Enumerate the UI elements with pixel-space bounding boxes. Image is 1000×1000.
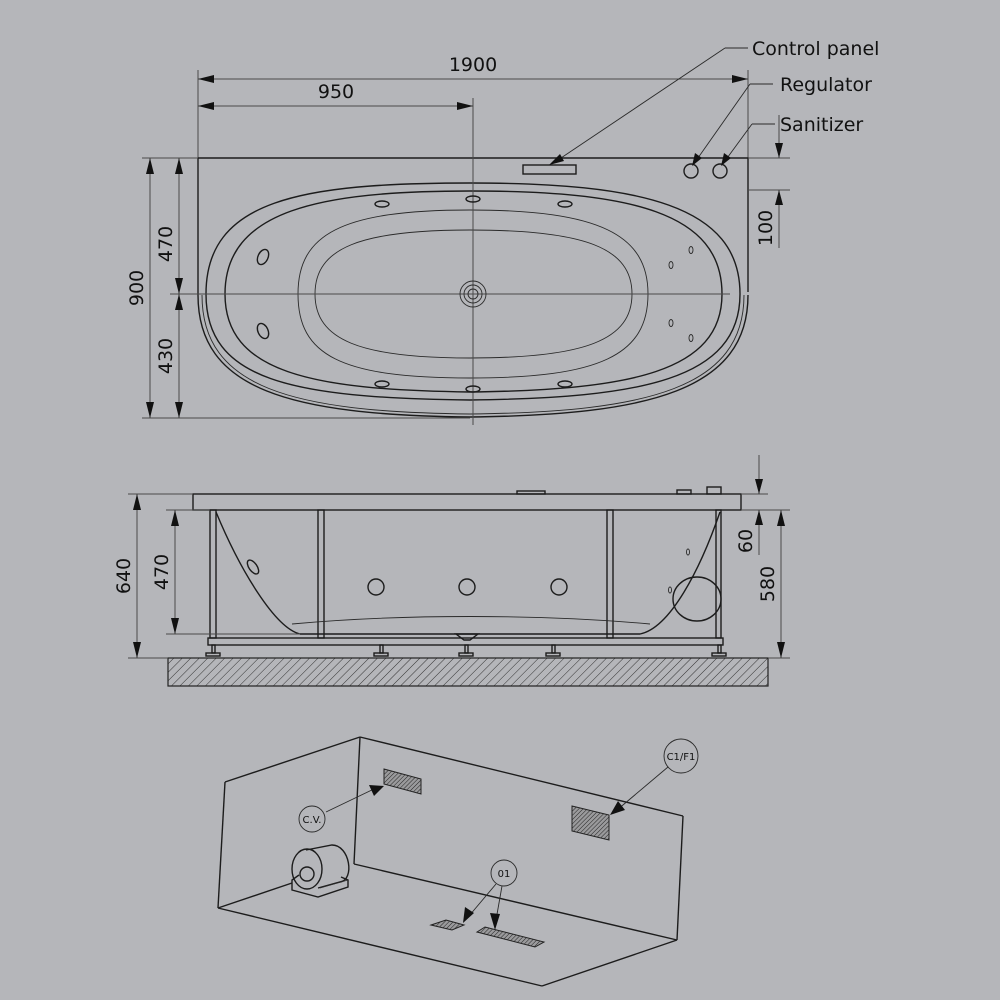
dim-body-height: 580 — [757, 510, 790, 659]
o1-tag — [490, 859, 518, 887]
floor-hatch — [167, 657, 769, 687]
jets — [256, 195, 694, 393]
pump-icon — [672, 576, 722, 622]
dim-1900-label: 1900 — [449, 54, 497, 76]
dim-overall-width: 900 — [126, 157, 470, 419]
pump-motor-icon — [291, 844, 350, 898]
dim-deck-depth: 100 — [748, 115, 790, 248]
c1f1-tag — [663, 738, 699, 774]
frame — [207, 509, 724, 646]
sanitizer-label: Sanitizer — [780, 114, 863, 136]
drain-icon — [459, 280, 487, 308]
tub-outer-rim — [197, 294, 749, 418]
control-panel-label: Control panel — [752, 38, 879, 60]
dim-width-split: 470 430 — [155, 158, 183, 418]
cv-tag-label: C.V. — [303, 815, 322, 826]
side-jet — [367, 578, 385, 596]
control-panel-icon — [522, 164, 577, 175]
o1-drain-small — [429, 919, 466, 931]
dim-640-label: 640 — [113, 558, 135, 594]
install-box — [217, 736, 684, 987]
feet — [205, 644, 727, 657]
sanitizer-icon — [712, 163, 728, 179]
side-jet — [550, 578, 568, 596]
tub-rim-edge — [205, 182, 741, 401]
regulator-label: Regulator — [780, 74, 872, 96]
top-view: 1900 950 — [126, 38, 879, 425]
tub-basin — [297, 209, 649, 379]
dim-430-label: 430 — [155, 338, 177, 374]
tub-body — [215, 511, 721, 635]
iso-view: C.V. C1/F1 01 — [217, 736, 699, 987]
cv-panel — [383, 768, 422, 795]
tub-rim — [192, 493, 742, 511]
cv-tag — [298, 805, 326, 833]
dim-470-side-label: 470 — [151, 554, 173, 590]
tub-floor — [314, 229, 633, 359]
c1f1-panel — [571, 805, 610, 841]
side-jet — [458, 578, 476, 596]
dim-60-label: 60 — [735, 529, 757, 553]
dim-900-label: 900 — [126, 270, 148, 306]
dim-950-label: 950 — [318, 81, 354, 103]
dim-100-label: 100 — [755, 210, 777, 246]
o1-tag-label: 01 — [498, 869, 511, 880]
dim-overall-length: 1900 — [197, 54, 749, 158]
dim-inner-depth: 470 — [151, 509, 300, 635]
regulator-icon — [683, 163, 699, 179]
dim-470-label: 470 — [155, 226, 177, 262]
o1-drain-large — [475, 926, 546, 948]
side-view: 640 470 60 580 — [113, 455, 790, 687]
dim-half-length: 950 — [198, 81, 474, 158]
dim-rim-height: 60 — [735, 455, 790, 555]
dim-580-label: 580 — [757, 566, 779, 602]
dim-overall-height: 640 — [113, 493, 193, 659]
c1f1-tag-label: C1/F1 — [667, 752, 696, 763]
